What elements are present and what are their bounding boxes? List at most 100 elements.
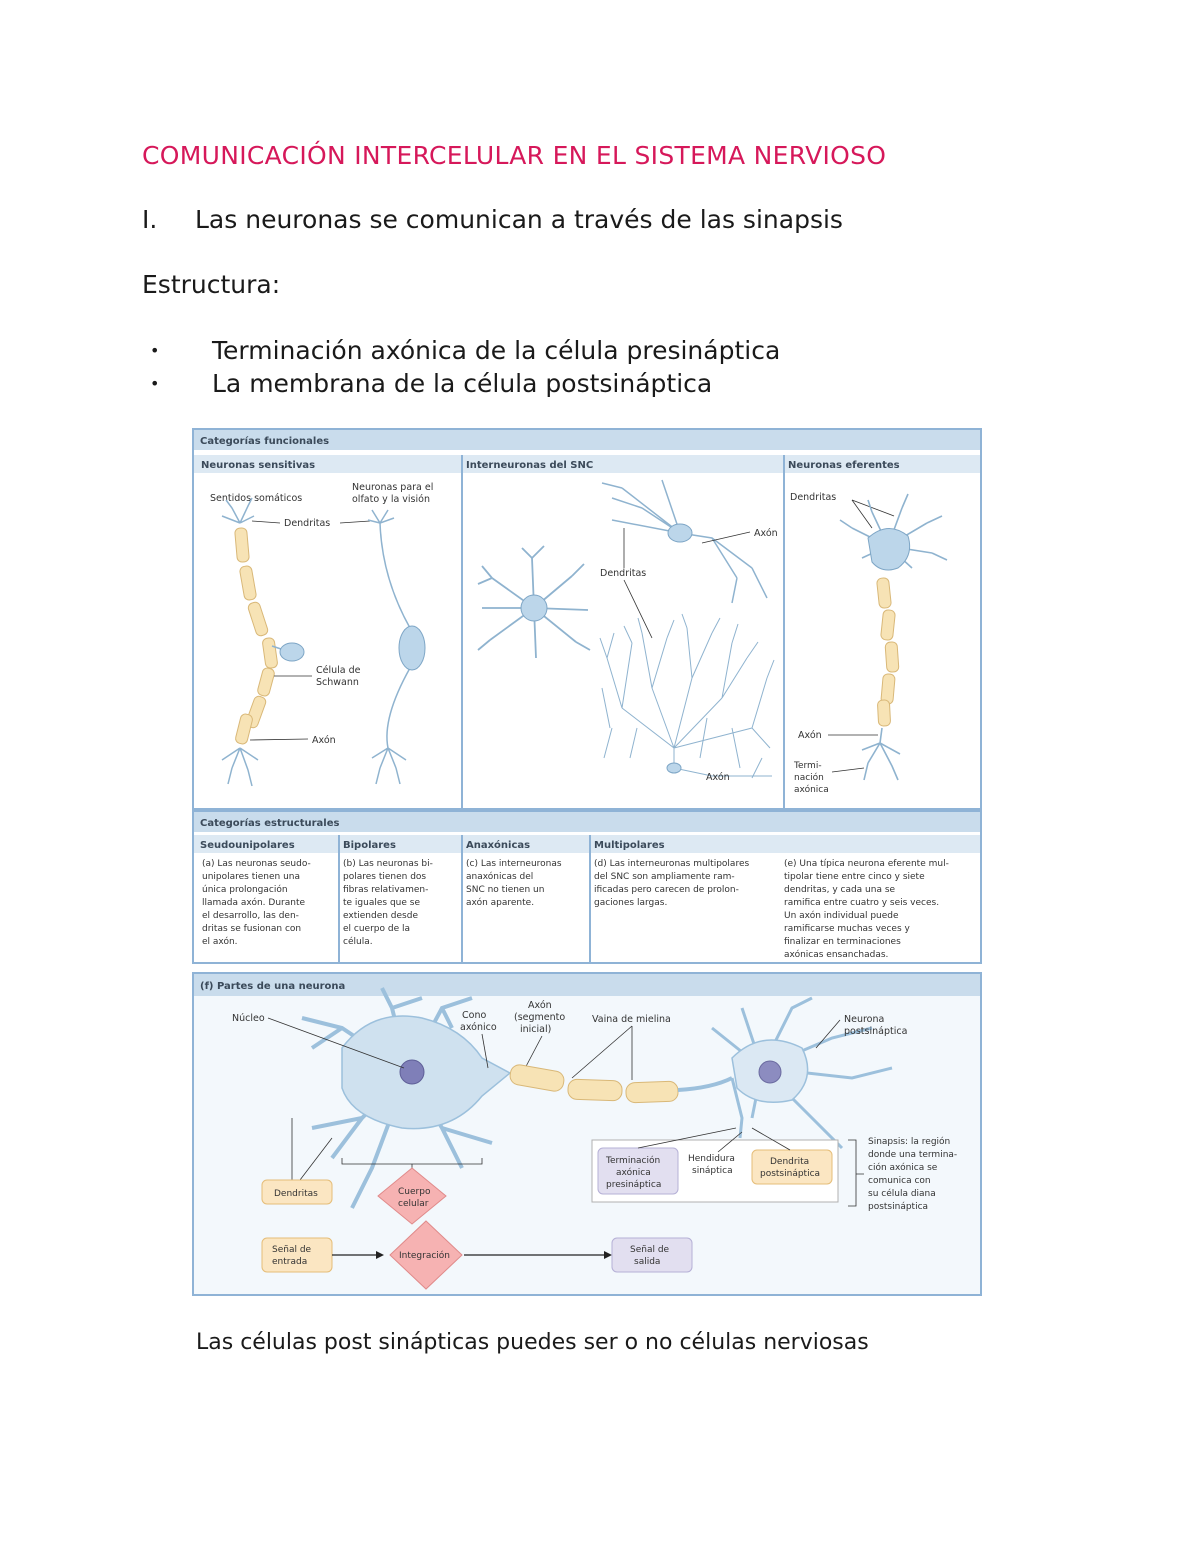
leader-line — [267, 1017, 405, 1069]
parts-header: (f) Partes de una neurona — [200, 981, 345, 992]
axon-label: Axón — [754, 528, 778, 539]
cell-body — [341, 1015, 512, 1130]
description-line: única prolongación — [202, 884, 288, 895]
leader-line — [481, 1033, 489, 1069]
synapse-def-line: ción axónica se — [868, 1162, 938, 1173]
leader-line — [851, 499, 873, 529]
leader-line — [717, 1131, 743, 1153]
description-line: ificadas pero carecen de prolon- — [594, 885, 739, 895]
integration-diamond — [389, 1220, 463, 1290]
functional-header-bar — [194, 430, 980, 450]
description-line: polares tienen dos — [343, 872, 426, 882]
nucleus-label: Núcleo — [232, 1013, 265, 1024]
description-line: gaciones largas. — [594, 898, 667, 908]
nucleus — [758, 1060, 782, 1084]
axon-terminal — [730, 1077, 744, 1139]
description-line: dritas se fusionan con — [202, 924, 301, 934]
section-heading-text: Las neuronas se comunican a través de la… — [195, 205, 843, 234]
description-line: fibras relativamen- — [343, 885, 428, 895]
section-number: I. — [142, 205, 158, 234]
cell-body-label: celular — [398, 1199, 429, 1209]
page-title: COMUNICACIÓN INTERCELULAR EN EL SISTEMA … — [142, 141, 887, 170]
postsyn-neuron-label: postsináptica — [844, 1026, 907, 1037]
dendrites-box-label: Dendritas — [274, 1189, 318, 1199]
leader-line — [299, 1137, 333, 1181]
description-line: (c) Las interneuronas — [466, 859, 562, 869]
description-line: anaxónicas del — [466, 871, 533, 882]
leader-line — [815, 1019, 841, 1049]
description-line: ramifica entre cuatro y seis veces. — [784, 898, 939, 908]
axon-terminal-label: nación — [794, 772, 824, 783]
output-signal-label: salida — [634, 1257, 660, 1267]
cleft-label: Hendidura — [688, 1154, 735, 1164]
list-item-text: Terminación axónica de la célula presiná… — [212, 336, 781, 365]
bullet-marker: • — [150, 341, 160, 360]
dendrites-label: Dendritas — [600, 568, 646, 579]
description-line: del SNC son ampliamente ram- — [594, 872, 735, 882]
description-line: ramificarse muchas veces y — [784, 924, 910, 934]
list-item: • Terminación axónica de la célula presin… — [150, 334, 780, 367]
leader-line — [851, 499, 895, 517]
parts-header-bar — [194, 974, 980, 996]
bullet-marker: • — [150, 374, 160, 393]
list-item: • La membrana de la célula postsináptica — [150, 367, 780, 400]
multipolar-interneuron — [601, 479, 768, 604]
description-line: extienden desde — [343, 911, 418, 921]
description-line: dendritas, y cada una se — [784, 885, 896, 895]
schwann-label: Schwann — [316, 677, 359, 688]
description-line: llamada axón. Durante — [202, 897, 305, 908]
functional-panel — [192, 428, 982, 810]
description-line: (b) Las neuronas bi- — [343, 859, 433, 869]
synapse-bracket — [848, 1139, 864, 1207]
cell-body — [667, 523, 693, 543]
axon-label: Axón — [706, 772, 730, 783]
description-line: te iguales que se — [343, 898, 420, 908]
struct-col-header: Bipolares — [343, 840, 396, 851]
dendrites-label: Dendritas — [284, 518, 330, 529]
cell-body — [520, 594, 548, 622]
myelin-sheath — [876, 577, 900, 727]
cell-body-diamond — [377, 1167, 447, 1225]
cleft-label: sináptica — [692, 1166, 733, 1176]
description-a: (a) Las neuronas seudo- unipolares tiene… — [202, 859, 311, 947]
initial-segment-label: Axón — [528, 1000, 552, 1011]
col-header-interneurons: Interneuronas del SNC — [466, 460, 593, 471]
bipolar-neuron — [367, 509, 411, 785]
anaxonic-interneuron — [477, 545, 591, 659]
description-line: (e) Una típica neurona eferente mul- — [784, 859, 949, 869]
synapse-def-line: Sinapsis: la región — [868, 1136, 950, 1147]
struct-col-header: Multipolares — [594, 840, 665, 851]
initial-segment-label: inicial) — [520, 1024, 551, 1035]
leader-line — [751, 1127, 791, 1151]
list-item-text: La membrana de la célula postsináptica — [212, 369, 713, 398]
smell-vision-label: Neuronas para el — [352, 482, 433, 493]
somatic-senses-label: Sentidos somáticos — [210, 493, 302, 504]
axon-label: Axón — [798, 730, 822, 741]
output-signal-box — [611, 1237, 693, 1273]
synapse-def-line: su célula diana — [868, 1188, 936, 1199]
arrowhead — [376, 1251, 384, 1259]
initial-segment-label: (segmento — [514, 1012, 565, 1023]
myelin-sheath — [509, 1064, 679, 1104]
leader-line — [637, 1127, 737, 1149]
cell-body — [279, 642, 305, 662]
struct-col-header: Seudounipolares — [200, 840, 295, 851]
postsyn-dendrite-label: Dendrita — [770, 1157, 809, 1167]
presyn-terminal-label: axónica — [616, 1167, 651, 1178]
presyn-terminal-label: Terminación — [605, 1155, 660, 1166]
description-d: (d) Las interneuronas multipolares del S… — [594, 859, 749, 908]
neuron-figure: Categorías funcionales Neuronas sensitiv… — [192, 428, 982, 1296]
description-line: SNC no tienen un — [466, 885, 544, 895]
section-heading: I. Las neuronas se comunican a través de … — [142, 205, 843, 234]
synapse-def-line: donde una termina- — [868, 1150, 957, 1160]
description-line: unipolares tienen una — [202, 872, 300, 882]
presynaptic-neuron — [301, 987, 493, 1209]
description-line: célula. — [343, 936, 373, 947]
synapse-def-line: postsináptica — [868, 1202, 928, 1212]
description-c: (c) Las interneuronas anaxónicas del SNC… — [466, 859, 562, 908]
footer-note: Las células post sinápticas puedes ser o… — [196, 1330, 869, 1355]
leader-line — [701, 531, 751, 544]
synapse-def-line: comunica con — [868, 1176, 931, 1186]
neuron-figure-svg: Categorías funcionales Neuronas sensitiv… — [192, 428, 982, 1296]
postsyn-dendrite-label: postsináptica — [760, 1169, 820, 1179]
